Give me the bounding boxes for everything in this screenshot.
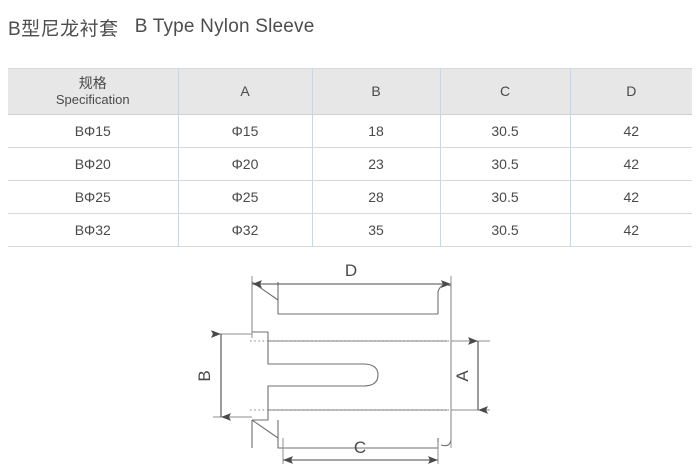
left-flange-outer-upper [251,282,268,333]
lower-bore-wall [267,385,285,410]
sleeve-body-outline [251,281,452,449]
centerlines [250,340,470,411]
column-header-d: D [570,68,692,115]
cell-c: 30.5 [440,180,571,214]
cell-c: 30.5 [440,114,571,148]
cell-a: Φ15 [178,114,313,148]
dimension-label-a: A [453,370,472,382]
column-header-specification-en: Specification [55,92,130,108]
upper-bore-wall [267,341,285,365]
right-flange-lip-upper [437,284,452,314]
dimension-arrows [211,280,488,464]
table-row: BΦ20 Φ20 23 30.5 42 [8,147,692,181]
cell-d: 42 [570,114,692,148]
cell-a: Φ32 [178,213,313,247]
bottom-inner-face [277,438,438,449]
dimension-label-b: B [195,370,214,381]
column-header-a: A [178,68,313,115]
dimension-label-d: D [345,261,357,280]
cell-a: Φ25 [178,180,313,214]
upper-shoulder [267,332,447,342]
cell-b: 35 [312,213,441,247]
cell-c: 30.5 [440,147,571,181]
table-body: BΦ15 Φ15 18 30.5 42 BΦ20 Φ20 23 30.5 42 … [8,114,692,247]
center-slot [285,363,379,387]
table-row: BΦ32 Φ32 35 30.5 42 [8,213,692,247]
cell-c: 30.5 [440,213,571,247]
column-header-specification: 规格 Specification [8,68,179,115]
cell-d: 42 [570,147,692,181]
cell-b: 18 [312,114,441,148]
cell-a: Φ20 [178,147,313,181]
column-header-b: B [312,68,441,115]
page-title: B型尼龙衬套 B Type Nylon Sleeve [8,6,692,48]
specification-table: 规格 Specification A B C D BΦ15 Φ15 18 30.… [8,68,692,247]
table-row: BΦ15 Φ15 18 30.5 42 [8,114,692,148]
page-title-cn: B型尼龙衬套 [8,18,119,40]
column-header-c: C [440,68,571,115]
technical-drawing: D B A C [0,252,700,474]
column-header-specification-cn: 规格 [78,74,107,91]
cell-d: 42 [570,213,692,247]
cell-b: 28 [312,180,441,214]
cell-d: 42 [570,180,692,214]
cell-specification: BΦ20 [8,147,179,181]
cell-b: 23 [312,147,441,181]
table-header: 规格 Specification A B C D [8,68,692,115]
top-inner-face [277,300,438,315]
cell-specification: BΦ15 [8,114,179,148]
dimension-label-c: C [354,438,366,457]
page-title-en: B Type Nylon Sleeve [134,16,315,37]
table-row: BΦ25 Φ25 28 30.5 42 [8,180,692,214]
table-header-row: 规格 Specification A B C D [8,68,692,115]
left-chamfer-upper [251,281,279,301]
right-outer-wall [440,286,452,447]
left-flange-outer-lower [252,410,269,421]
cell-specification: BΦ32 [8,213,179,247]
witness-lines [213,276,490,464]
cell-specification: BΦ25 [8,180,179,214]
left-chamfer-lower [251,419,279,439]
sleeve-cross-section-diagram: D B A C [195,261,490,464]
